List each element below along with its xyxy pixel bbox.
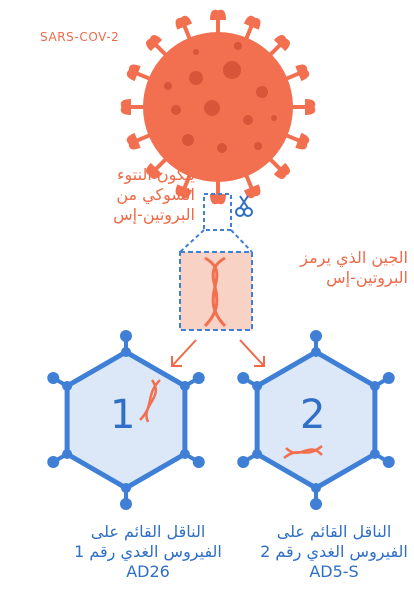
fiber-knob [237,456,249,468]
vertex [121,347,131,357]
vertex [62,449,72,459]
virus-name-label: SARS-COV-2 [40,30,119,44]
spike-head [210,194,226,204]
vertex [180,449,190,459]
spike-head [121,99,131,115]
vertex [370,449,380,459]
fiber-knob [193,456,205,468]
vertex [62,381,72,391]
fiber-knob [237,372,249,384]
gene-label-line1: الجين الذي يرمز [255,248,408,268]
spike-label-line1: يتكون النتوء [0,165,195,185]
vector-1-number: 1 [110,392,135,438]
fiber-knob [47,372,59,384]
fiber-knob [120,330,132,342]
spike-label-line2: الشوكي من [0,185,195,205]
fiber-knob [383,372,395,384]
fiber-knob [120,498,132,510]
vertex [311,347,321,357]
gene-label-line2: البروتين-إس [255,268,408,288]
arrow-to-vector-1 [172,340,196,366]
connector-line-right [231,230,252,252]
vector-1-code: AD26 [68,562,228,582]
arrow-to-vector-2 [240,340,264,366]
vertex [252,449,262,459]
vertex [252,381,262,391]
fiber-knob [383,456,395,468]
fiber-knob [310,330,322,342]
vector-2-line1: الناقل القائم على [258,522,410,542]
spike-label-line3: البروتين-إس [0,205,195,225]
scissors-icon [236,196,252,216]
fiber-knob [47,456,59,468]
vertex [311,483,321,493]
vector-2-code: AD5-S [258,562,410,582]
fiber-knob [310,498,322,510]
vector-2-label: الناقل القائم على الفيروس الغدي رقم 2 AD… [258,522,410,582]
spike-protein-label: يتكون النتوء الشوكي من البروتين-إس [0,165,195,225]
vector-2-number: 2 [300,392,325,438]
connector-line-left [180,230,204,252]
vector-2-line2: الفيروس الغدي رقم 2 [258,542,410,562]
vector-1-line2: الفيروس الغدي رقم 1 [68,542,228,562]
vertex [370,381,380,391]
spike-head [305,99,315,115]
vector-1-line1: الناقل القائم على [68,522,228,542]
gene-label: الجين الذي يرمز البروتين-إس [255,248,408,288]
vector-1-label: الناقل القائم على الفيروس الغدي رقم 1 AD… [68,522,228,582]
fiber-knob [193,372,205,384]
spike-head [210,10,226,20]
vertex [180,381,190,391]
vertex [121,483,131,493]
